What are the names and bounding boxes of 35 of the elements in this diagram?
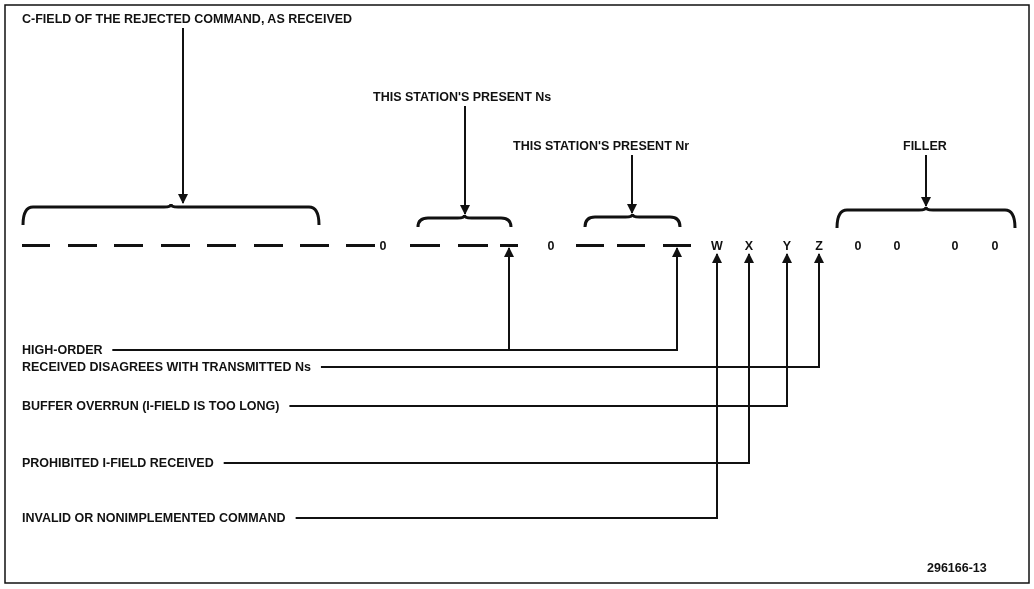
leader-arrow xyxy=(222,253,754,464)
bit-description: INVALID OR NONIMPLEMENTED COMMAND xyxy=(22,511,296,525)
curly-brace xyxy=(417,214,512,227)
bit-label: W xyxy=(711,239,723,253)
leader-arrow xyxy=(111,247,682,351)
bit-label: Z xyxy=(815,239,823,253)
bit-label: X xyxy=(744,239,754,253)
curly-brace xyxy=(584,213,681,227)
bit-value: 0 xyxy=(951,239,959,253)
curly-brace xyxy=(836,206,1016,228)
bit-description: BUFFER OVERRUN (I-FIELD IS TOO LONG) xyxy=(22,399,290,413)
bit-value: 0 xyxy=(893,239,901,253)
bit-label: Y xyxy=(782,239,792,253)
field-caption: THIS STATION'S PRESENT Ns xyxy=(373,90,552,104)
figure-number: 296166-13 xyxy=(927,561,987,575)
field-caption: THIS STATION'S PRESENT Nr xyxy=(513,139,690,153)
bit-description: RECEIVED DISAGREES WITH TRANSMITTED Ns xyxy=(22,360,321,374)
bit-dash xyxy=(500,244,518,247)
leader-arrow xyxy=(921,154,931,207)
curly-brace xyxy=(22,203,320,225)
bit-value: 0 xyxy=(379,239,387,253)
leader-arrow xyxy=(294,253,722,519)
bit-value: 0 xyxy=(547,239,555,253)
bit-description: PROHIBITED I-FIELD RECEIVED xyxy=(22,456,224,470)
leader-arrow xyxy=(319,253,824,368)
bit-value: 0 xyxy=(854,239,862,253)
leader-arrow xyxy=(460,105,470,215)
leader-arrow xyxy=(288,253,792,407)
bit-description: HIGH-ORDER xyxy=(22,343,113,357)
leader-arrow xyxy=(178,27,188,204)
field-caption: FILLER xyxy=(903,139,947,153)
leader-arrow xyxy=(627,154,637,214)
field-caption: C-FIELD OF THE REJECTED COMMAND, AS RECEIVED xyxy=(22,12,353,26)
bit-dash xyxy=(663,244,691,247)
bit-value: 0 xyxy=(991,239,999,253)
